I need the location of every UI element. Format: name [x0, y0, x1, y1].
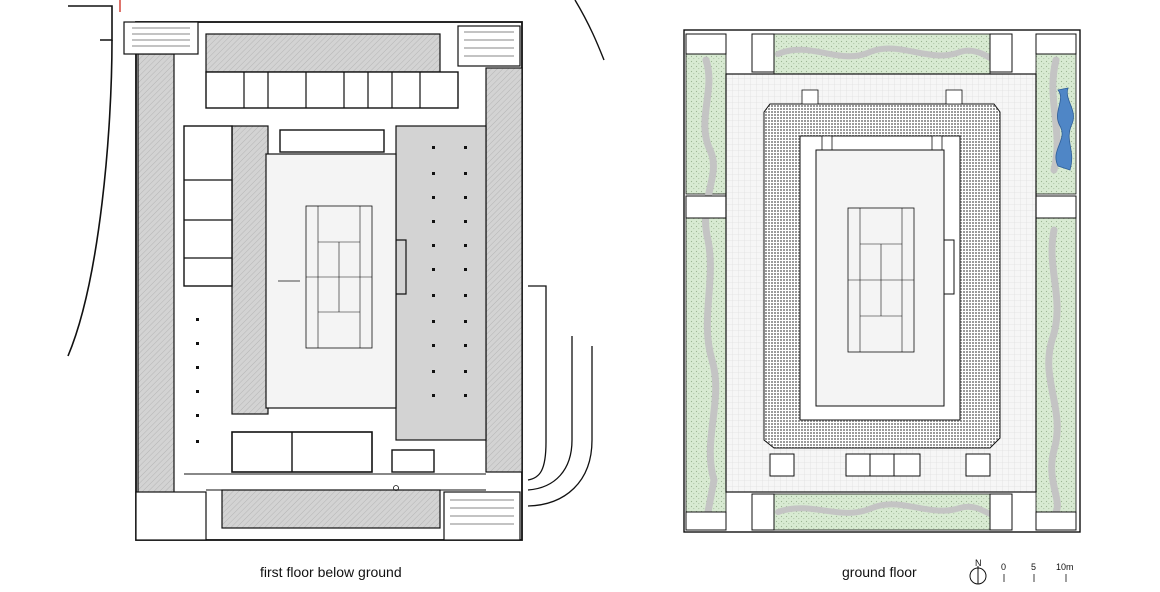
scale-tick-0: 0	[1001, 562, 1007, 572]
scale-tick-10m: 10m	[1056, 562, 1074, 572]
plan-ground-floor	[683, 29, 1081, 533]
caption-ground-floor: ground floor	[842, 564, 917, 580]
north-arrow-and-scale	[969, 566, 1067, 585]
north-label: N	[975, 558, 982, 568]
plan-first-floor-below-ground	[67, 0, 605, 541]
scale-tick-5: 5	[1031, 562, 1037, 572]
caption-first-floor-below-ground: first floor below ground	[260, 564, 402, 580]
